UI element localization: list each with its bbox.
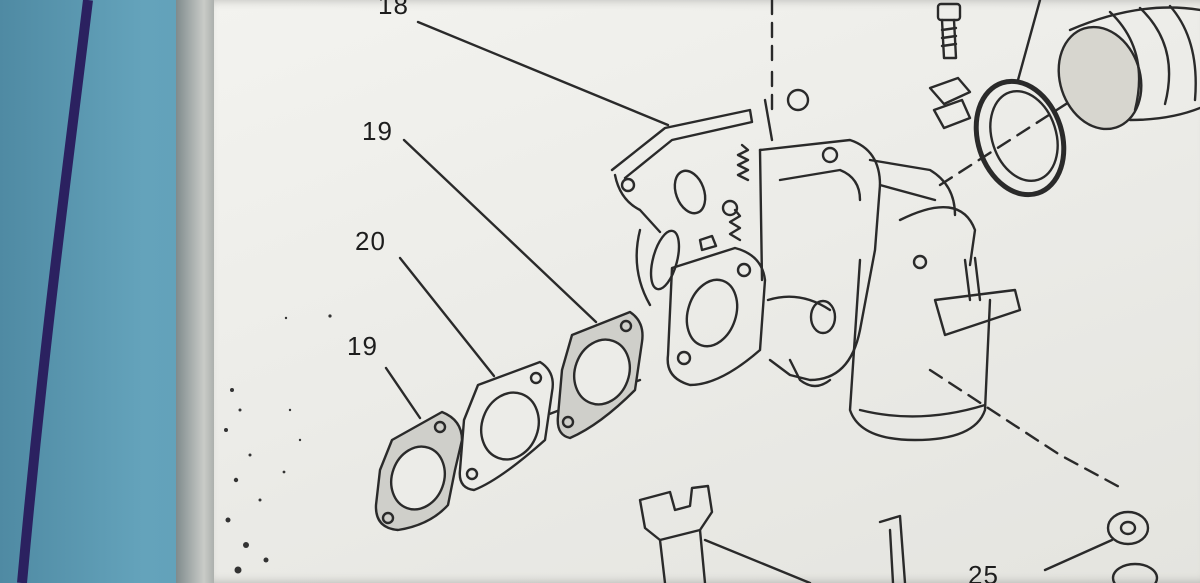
leader-19-lower <box>384 366 422 420</box>
washer-25 <box>1106 510 1159 583</box>
dashed-axis-right <box>928 368 1127 492</box>
carburetor-body <box>758 138 977 388</box>
leader-18 <box>416 20 670 127</box>
carburetor-flange <box>666 246 767 387</box>
leader-19-upper <box>402 138 598 324</box>
cloth-stripe <box>17 0 93 583</box>
leader-25 <box>1043 538 1114 572</box>
leader-20 <box>398 256 496 378</box>
callout-19-lower: 19 <box>347 331 378 361</box>
callout-19-upper: 19 <box>362 116 393 146</box>
leader-top-right <box>1016 0 1042 82</box>
top-bolt <box>928 2 972 130</box>
gasket-20 <box>458 360 554 492</box>
callout-25: 25 <box>968 560 999 583</box>
gasket-19-upper <box>556 310 644 440</box>
hose-clamp <box>973 78 1067 198</box>
callout-20: 20 <box>355 226 386 256</box>
lower-bracket-parts <box>638 484 907 583</box>
dashed-axis-diagonal <box>938 93 1082 187</box>
callout-18: 18 <box>378 0 409 20</box>
linkage-bracket-18 <box>610 108 754 307</box>
intake-hose <box>1057 4 1200 131</box>
gasket-19-lower <box>374 410 464 532</box>
float-bowl <box>848 254 1022 442</box>
ink-specks <box>224 314 332 574</box>
adjusting-springs <box>698 88 810 252</box>
